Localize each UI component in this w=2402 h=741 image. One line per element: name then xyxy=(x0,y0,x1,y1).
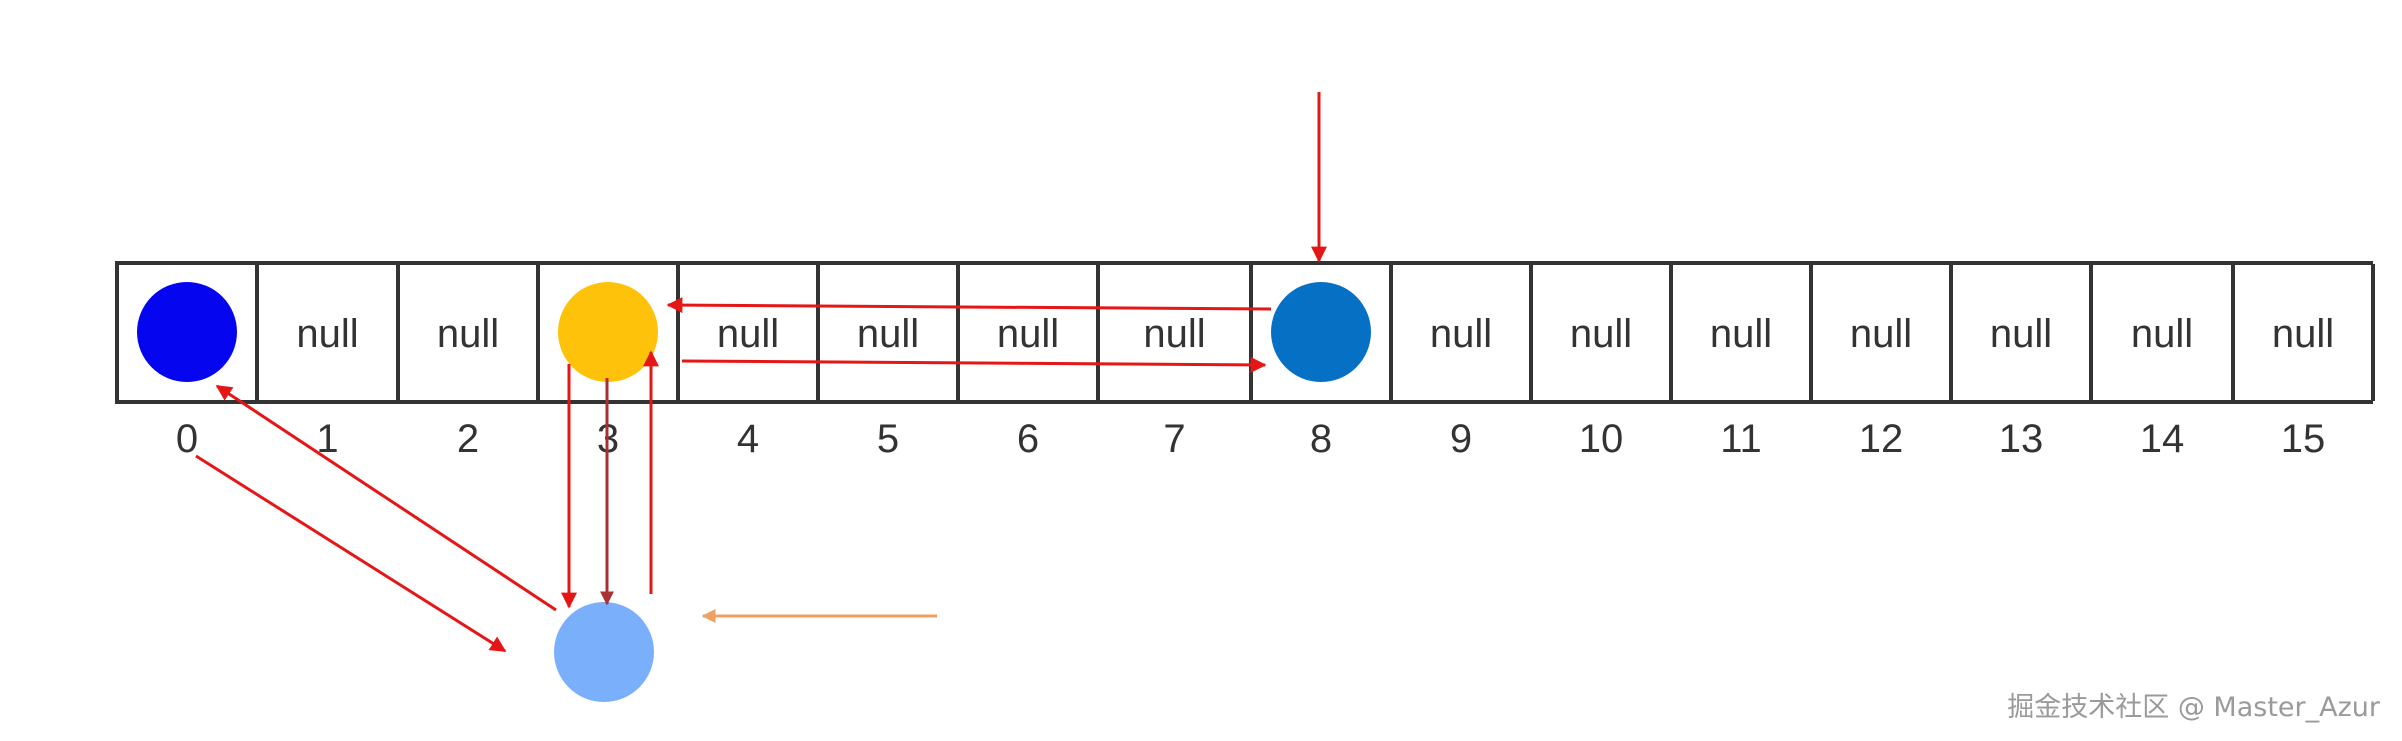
array-slot-8 xyxy=(1271,282,1371,382)
slot-value-9: null xyxy=(1430,312,1492,356)
index-label-1: 1 xyxy=(316,417,338,461)
slot-value-4: null xyxy=(717,312,779,356)
slot-value-15: null xyxy=(2272,312,2334,356)
array-slot-0 xyxy=(137,282,237,382)
array-slot-13: null xyxy=(1990,312,2052,356)
array-slot-14: null xyxy=(2131,312,2193,356)
array-slot-12: null xyxy=(1850,312,1912,356)
arrow-slot-3-to-slot-8 xyxy=(681,356,1267,373)
slot-value-11: null xyxy=(1710,312,1772,356)
array-slot-15: null xyxy=(2272,312,2334,356)
watermark: 掘金技术社区 @ Master_Azur xyxy=(2007,692,2381,723)
array-index-labels: 0123456789101112131415 xyxy=(176,417,2325,461)
floating-node xyxy=(554,602,654,702)
slot-value-5: null xyxy=(857,312,919,356)
slot-value-6: null xyxy=(997,312,1059,356)
node-slot-8 xyxy=(1271,282,1371,382)
index-label-5: 5 xyxy=(877,417,899,461)
array-slot-3 xyxy=(558,282,658,382)
index-label-10: 10 xyxy=(1579,417,1624,461)
pointer-arrows xyxy=(195,92,1327,653)
array-slot-7: null xyxy=(1143,312,1205,356)
slot-value-1: null xyxy=(296,312,358,356)
index-label-15: 15 xyxy=(2281,417,2326,461)
slot-value-2: null xyxy=(437,312,499,356)
index-label-4: 4 xyxy=(737,417,759,461)
array-slot-6: null xyxy=(997,312,1059,356)
array-slot-9: null xyxy=(1430,312,1492,356)
index-label-9: 9 xyxy=(1450,417,1472,461)
array-slot-10: null xyxy=(1570,312,1632,356)
array-frame xyxy=(115,261,2373,404)
index-label-6: 6 xyxy=(1017,417,1039,461)
arrow-slot-0-to-floating-node xyxy=(195,454,507,653)
array-slot-11: null xyxy=(1710,312,1772,356)
index-label-8: 8 xyxy=(1310,417,1332,461)
slot-value-7: null xyxy=(1143,312,1205,356)
slot-value-13: null xyxy=(1990,312,2052,356)
array-slot-5: null xyxy=(857,312,919,356)
array-slot-2: null xyxy=(437,312,499,356)
index-label-2: 2 xyxy=(457,417,479,461)
slot-value-14: null xyxy=(2131,312,2193,356)
slot-value-12: null xyxy=(1850,312,1912,356)
node-slot-3 xyxy=(558,282,658,382)
index-label-12: 12 xyxy=(1859,417,1904,461)
arrow-slot-8-to-slot-3 xyxy=(666,297,1272,314)
node-slot-0 xyxy=(137,282,237,382)
arrow-floating-node-to-slot-0 xyxy=(215,384,557,612)
index-label-13: 13 xyxy=(1999,417,2044,461)
array-cells: null null null null null null null null null null… xyxy=(115,264,2375,401)
index-label-11: 11 xyxy=(1720,417,1762,461)
array-slot-4: null xyxy=(717,312,779,356)
index-label-7: 7 xyxy=(1163,417,1185,461)
array-slot-1: null xyxy=(296,312,358,356)
index-label-0: 0 xyxy=(176,417,198,461)
slot-value-10: null xyxy=(1570,312,1632,356)
index-label-14: 14 xyxy=(2140,417,2185,461)
